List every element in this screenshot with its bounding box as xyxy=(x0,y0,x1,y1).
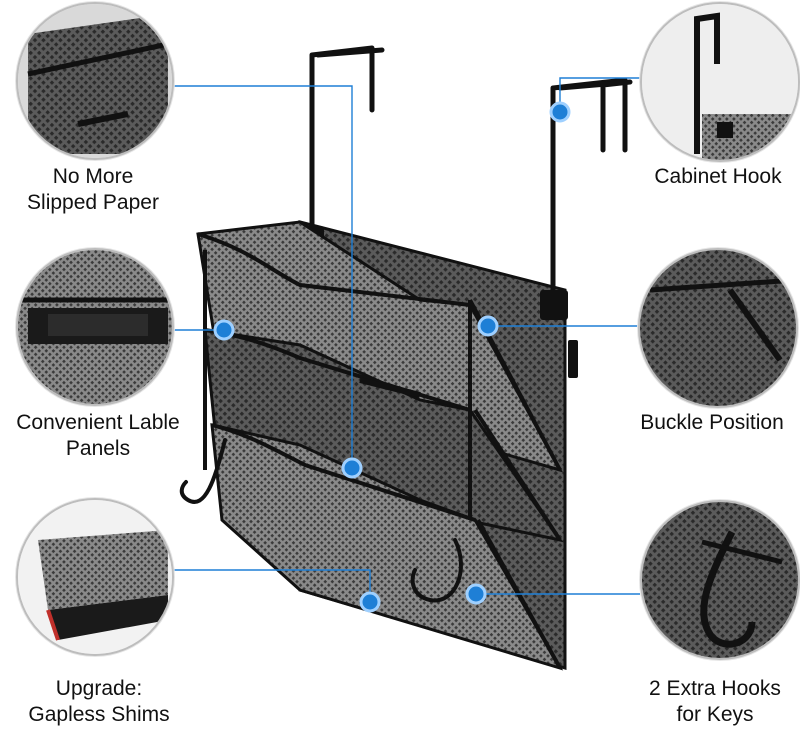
cabinet-hooks xyxy=(309,45,633,308)
pointer-dots xyxy=(213,101,571,613)
callout-label-buckle-position: Buckle Position xyxy=(640,411,784,434)
detail-photo-label-panels xyxy=(16,248,174,406)
callout-label-cabinet-hook: Cabinet Hook xyxy=(654,165,782,188)
callout-label-gapless-shims: Upgrade: Gapless Shims xyxy=(28,677,170,726)
leader-lines xyxy=(170,77,640,602)
extra-hooks xyxy=(179,438,463,603)
detail-photo-extra-hooks xyxy=(640,500,800,660)
detail-photo-gapless-shims xyxy=(16,498,174,656)
callout-label-extra-hooks: 2 Extra Hooks for Keys xyxy=(649,677,781,726)
detail-photo-cabinet-hook xyxy=(640,2,800,162)
callout-label-label-panels: Convenient Lable Panels xyxy=(16,411,180,460)
callout-label-slipped-paper: No More Slipped Paper xyxy=(27,165,159,214)
detail-photo-slipped-paper xyxy=(16,2,174,160)
detail-photo-buckle-position xyxy=(638,248,798,408)
